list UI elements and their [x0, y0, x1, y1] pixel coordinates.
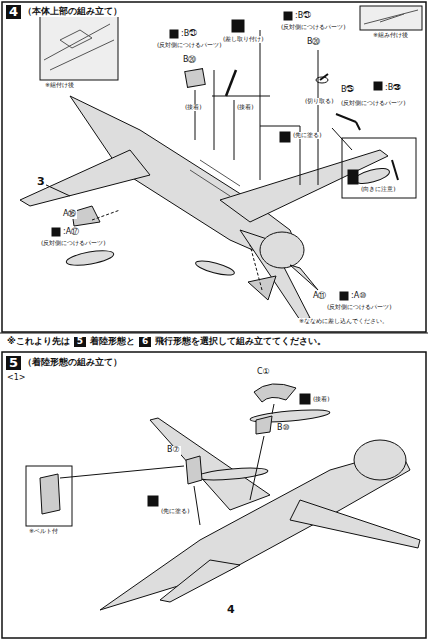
- heading: （着陸形態の組み立て）: [22, 358, 123, 368]
- part-label: ※組付け後: [44, 82, 75, 89]
- part-label: B⑳: [182, 56, 198, 65]
- part-label: (切り取る): [304, 98, 335, 105]
- banner-text: 6: [139, 337, 151, 347]
- banner-text: 飛行形態を選択して組み立ててください。: [154, 337, 327, 347]
- part-label: A⑪: [312, 292, 327, 301]
- part-label: (差し取り付け): [222, 36, 265, 43]
- step-number: 4: [6, 5, 21, 19]
- part-label: (反対側につけるパーツ): [156, 42, 223, 49]
- part-label: (先に塗る): [292, 132, 323, 139]
- part-label: (接着): [236, 104, 255, 111]
- banner-text: 5: [74, 337, 86, 347]
- part-label: B⑳: [306, 38, 322, 47]
- part-label: (先に塗る): [160, 508, 191, 515]
- part-label: B⑦: [166, 446, 181, 455]
- part-label: (反対側につけるパーツ): [280, 24, 347, 31]
- part-label: (接着): [312, 396, 331, 403]
- part-label: B㉕: [340, 86, 356, 95]
- step-number: 5: [6, 356, 21, 370]
- part-label: :B㉑: [294, 12, 312, 21]
- part-label: :A⑩: [350, 292, 367, 301]
- heading: 3: [36, 176, 46, 188]
- part-label: (向きに注意): [360, 186, 397, 193]
- part-label: ※ベルト付: [28, 528, 59, 535]
- banner-text: 着陸形態と: [89, 337, 136, 347]
- banner-text: ※これより先は: [6, 337, 71, 347]
- part-label: ※ななめに差し込んでください。: [298, 318, 389, 325]
- part-label: (反対側につけるパーツ): [340, 100, 407, 107]
- part-label: :A⑰: [62, 228, 80, 237]
- part-label: ※組み付け後: [372, 32, 409, 39]
- part-label: C①: [256, 368, 271, 377]
- part-label: A⑯: [62, 210, 77, 219]
- part-label: (接着): [184, 104, 203, 111]
- heading: 4: [226, 604, 236, 616]
- part-label: :B㉑: [180, 30, 198, 39]
- part-label: B⑩: [276, 424, 291, 433]
- heading: （本体上部の組み立て）: [22, 7, 123, 17]
- part-label: <1>: [6, 374, 27, 383]
- part-label: (反対側につけるパーツ): [40, 240, 107, 247]
- part-label: :B㉖: [384, 84, 402, 93]
- banner: ※これより先は5着陸形態と6飛行形態を選択して組み立ててください。: [6, 334, 422, 350]
- part-label: (反対側につけるパーツ): [326, 304, 393, 311]
